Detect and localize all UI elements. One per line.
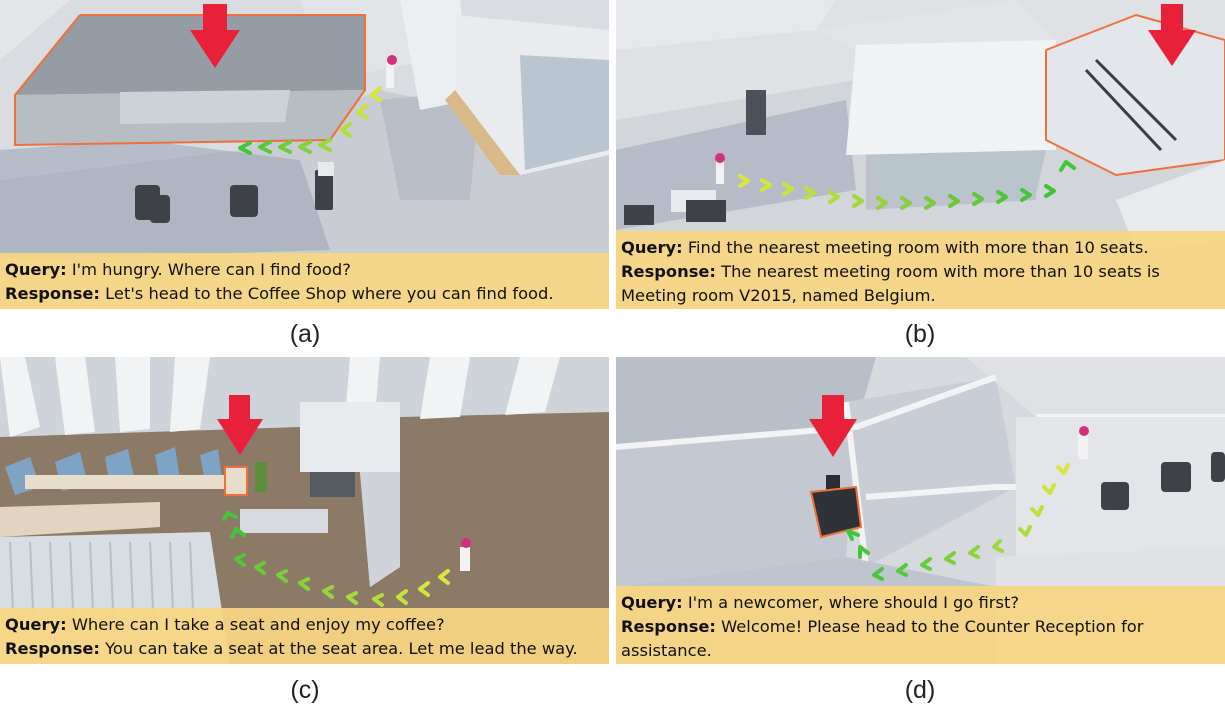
scene-a	[0, 0, 609, 309]
robot-icon	[715, 153, 725, 184]
response-line-a: Response: Let's head to the Coffee Shop …	[5, 284, 554, 303]
query-line-b: Query: Find the nearest meeting room wit…	[621, 238, 1149, 257]
target-arrow-icon	[190, 4, 240, 68]
target-outline	[809, 485, 863, 539]
query-text-c: Where can I take a seat and enjoy my cof…	[71, 615, 445, 634]
query-text-b: Find the nearest meeting room with more …	[687, 238, 1149, 257]
query-text-a: I'm hungry. Where can I find food?	[71, 260, 351, 279]
target-arrow-icon	[1148, 4, 1196, 66]
response-line-c: Response: You can take a seat at the sea…	[5, 639, 578, 658]
robot-icon	[460, 538, 471, 571]
caption-box-c: Query: Where can I take a seat and enjoy…	[0, 608, 609, 664]
panel-a: Query: I'm hungry. Where can I find food…	[0, 0, 609, 309]
response-text-b: The nearest meeting room with more than …	[621, 262, 1160, 305]
response-line-d: Response: Welcome! Please head to the Co…	[621, 617, 1144, 660]
panel-label-c: (c)	[290, 676, 320, 704]
reception-counter	[811, 487, 861, 537]
response-text-a: Let's head to the Coffee Shop where you …	[105, 284, 554, 303]
robot-icon	[386, 55, 397, 88]
target-arrow-icon	[809, 395, 857, 457]
caption-box-b: Query: Find the nearest meeting room wit…	[616, 231, 1225, 309]
panel-b: Query: Find the nearest meeting room wit…	[616, 0, 1225, 309]
target-outline	[1045, 13, 1225, 177]
panel-c: Query: Where can I take a seat and enjoy…	[0, 357, 609, 664]
query-line-c: Query: Where can I take a seat and enjoy…	[5, 615, 445, 634]
caption-box-a: Query: I'm hungry. Where can I find food…	[0, 253, 609, 309]
query-line-d: Query: I'm a newcomer, where should I go…	[621, 593, 1019, 612]
meeting-room	[1046, 15, 1225, 175]
robot-icon	[1078, 426, 1089, 459]
target-arrow-icon	[217, 395, 263, 455]
caption-box-d: Query: I'm a newcomer, where should I go…	[616, 586, 1225, 664]
panel-label-d: (d)	[904, 676, 936, 704]
response-text-c: You can take a seat at the seat area. Le…	[105, 639, 578, 658]
coffee-shop-roof	[15, 15, 365, 95]
panel-d: Query: I'm a newcomer, where should I go…	[616, 357, 1225, 664]
query-line-a: Query: I'm hungry. Where can I find food…	[5, 260, 351, 279]
response-text-d: Welcome! Please head to the Counter Rece…	[621, 617, 1144, 660]
query-text-d: I'm a newcomer, where should I go first?	[687, 593, 1019, 612]
panel-label-a: (a)	[289, 320, 321, 348]
panel-label-b: (b)	[904, 320, 936, 348]
response-line-b: Response: The nearest meeting room with …	[621, 262, 1160, 305]
target-outline	[224, 466, 248, 496]
